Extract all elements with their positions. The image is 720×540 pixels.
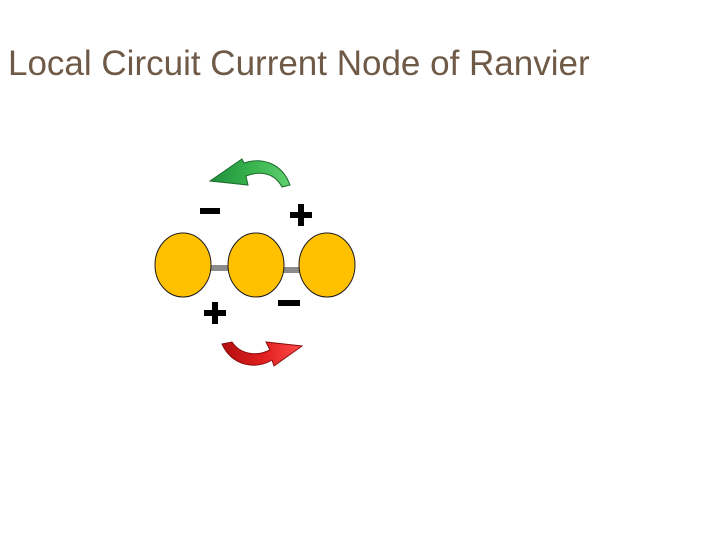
- positive-sign-icon: [204, 302, 226, 324]
- negative-sign-icon: [200, 208, 220, 214]
- curved-arrow-left-icon: [208, 158, 291, 188]
- negative-sign-icon: [278, 300, 300, 306]
- curved-arrow-right-icon: [221, 341, 304, 367]
- slide-title: Local Circuit Current Node of Ranvier: [8, 44, 590, 83]
- node-left: [154, 232, 212, 298]
- node-middle: [227, 232, 285, 298]
- positive-sign-icon: [290, 204, 312, 226]
- node-right: [298, 232, 356, 298]
